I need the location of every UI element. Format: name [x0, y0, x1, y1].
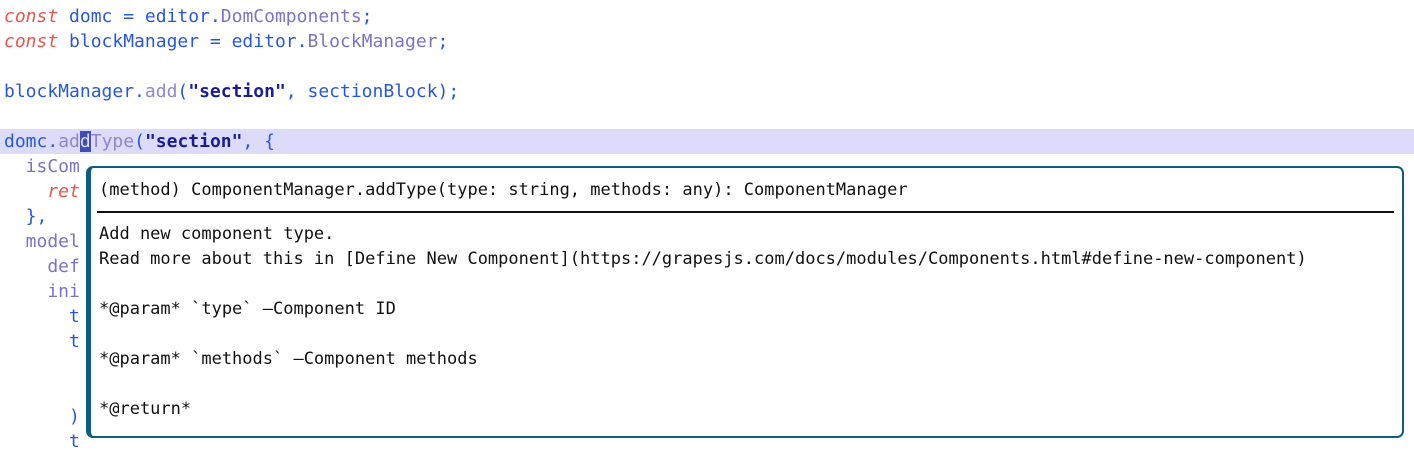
code-line[interactable]: model: [0, 229, 1414, 254]
code-line[interactable]: t: [0, 329, 1414, 354]
code-line[interactable]: t: [0, 429, 1414, 454]
tooltip-divider: [97, 211, 1394, 213]
code-token: {: [264, 131, 276, 152]
code-token: ;: [437, 31, 449, 52]
code-token: domc: [4, 131, 48, 152]
code-line[interactable]: [0, 54, 1414, 79]
code-token: ,: [285, 81, 308, 102]
tooltip-doc-spacer: [99, 372, 1402, 397]
code-token: sectionBlock: [307, 81, 438, 102]
code-token: .: [47, 131, 59, 152]
code-token: ;: [361, 6, 373, 27]
code-token: domc: [69, 6, 113, 27]
code-token: t: [4, 431, 80, 452]
code-line[interactable]: blockManager.add("section", sectionBlock…: [0, 79, 1414, 104]
code-token: const: [4, 6, 59, 27]
code-token: [58, 6, 69, 27]
code-token: blockManager: [4, 81, 135, 102]
code-token: .: [134, 81, 145, 102]
code-token: [58, 31, 69, 52]
hover-tooltip-popup: (method) ComponentManager.addType(type: …: [86, 166, 1404, 438]
code-token: ini: [4, 281, 80, 302]
code-token: editor: [144, 6, 210, 27]
tooltip-doc-body: Add new component type. Read more about t…: [91, 213, 1402, 422]
code-line-active[interactable]: domc.addType("section", {: [0, 129, 1414, 154]
code-token: =: [199, 31, 232, 52]
code-line[interactable]: ret: [0, 179, 1414, 204]
tooltip-doc-line: *@param* `type` —Component ID: [99, 299, 396, 319]
code-token: BlockManager: [307, 31, 438, 52]
code-line[interactable]: const domc = editor.DomComponents;: [0, 4, 1414, 29]
code-token: "section": [144, 131, 243, 152]
tooltip-doc-spacer: [99, 272, 1402, 297]
code-token: ): [4, 406, 80, 427]
code-token: t: [4, 306, 80, 327]
code-line[interactable]: [0, 104, 1414, 129]
code-token: =: [112, 6, 145, 27]
tooltip-doc-spacer: [99, 322, 1402, 347]
code-token: .: [209, 6, 221, 27]
code-token: },: [4, 206, 48, 227]
code-token: isCom: [4, 156, 80, 177]
code-line[interactable]: t: [0, 304, 1414, 329]
code-token: Type: [90, 131, 135, 152]
code-token: ad: [58, 131, 80, 152]
code-line[interactable]: ): [0, 404, 1414, 429]
code-line[interactable]: def: [0, 254, 1414, 279]
code-token: model: [4, 231, 80, 252]
tooltip-doc-line: *@param* `methods` —Component methods: [99, 349, 478, 369]
tooltip-doc-line: Read more about this in [Define New Comp…: [99, 249, 1307, 269]
code-token: editor: [231, 31, 297, 52]
code-line[interactable]: ini: [0, 279, 1414, 304]
code-line[interactable]: },: [0, 204, 1414, 229]
code-token: blockManager: [69, 31, 200, 52]
code-token: ,: [242, 131, 265, 152]
code-token: add: [144, 81, 178, 102]
code-token: DomComponents: [220, 6, 362, 27]
code-token: .: [296, 31, 308, 52]
code-token: ret: [4, 181, 80, 202]
code-line[interactable]: isCom: [0, 154, 1414, 179]
code-token: const: [4, 31, 59, 52]
tooltip-doc-line: *@return*: [99, 399, 192, 419]
code-token: (: [177, 81, 189, 102]
code-line[interactable]: const blockManager = editor.BlockManager…: [0, 29, 1414, 54]
tooltip-signature: (method) ComponentManager.addType(type: …: [99, 180, 908, 200]
code-token: def: [4, 256, 80, 277]
code-token: t: [4, 331, 80, 352]
code-token: "section": [188, 81, 286, 102]
code-token: (: [134, 131, 145, 152]
code-token: );: [437, 81, 460, 102]
text-cursor: d: [79, 131, 91, 152]
tooltip-doc-line: Add new component type.: [99, 224, 335, 244]
